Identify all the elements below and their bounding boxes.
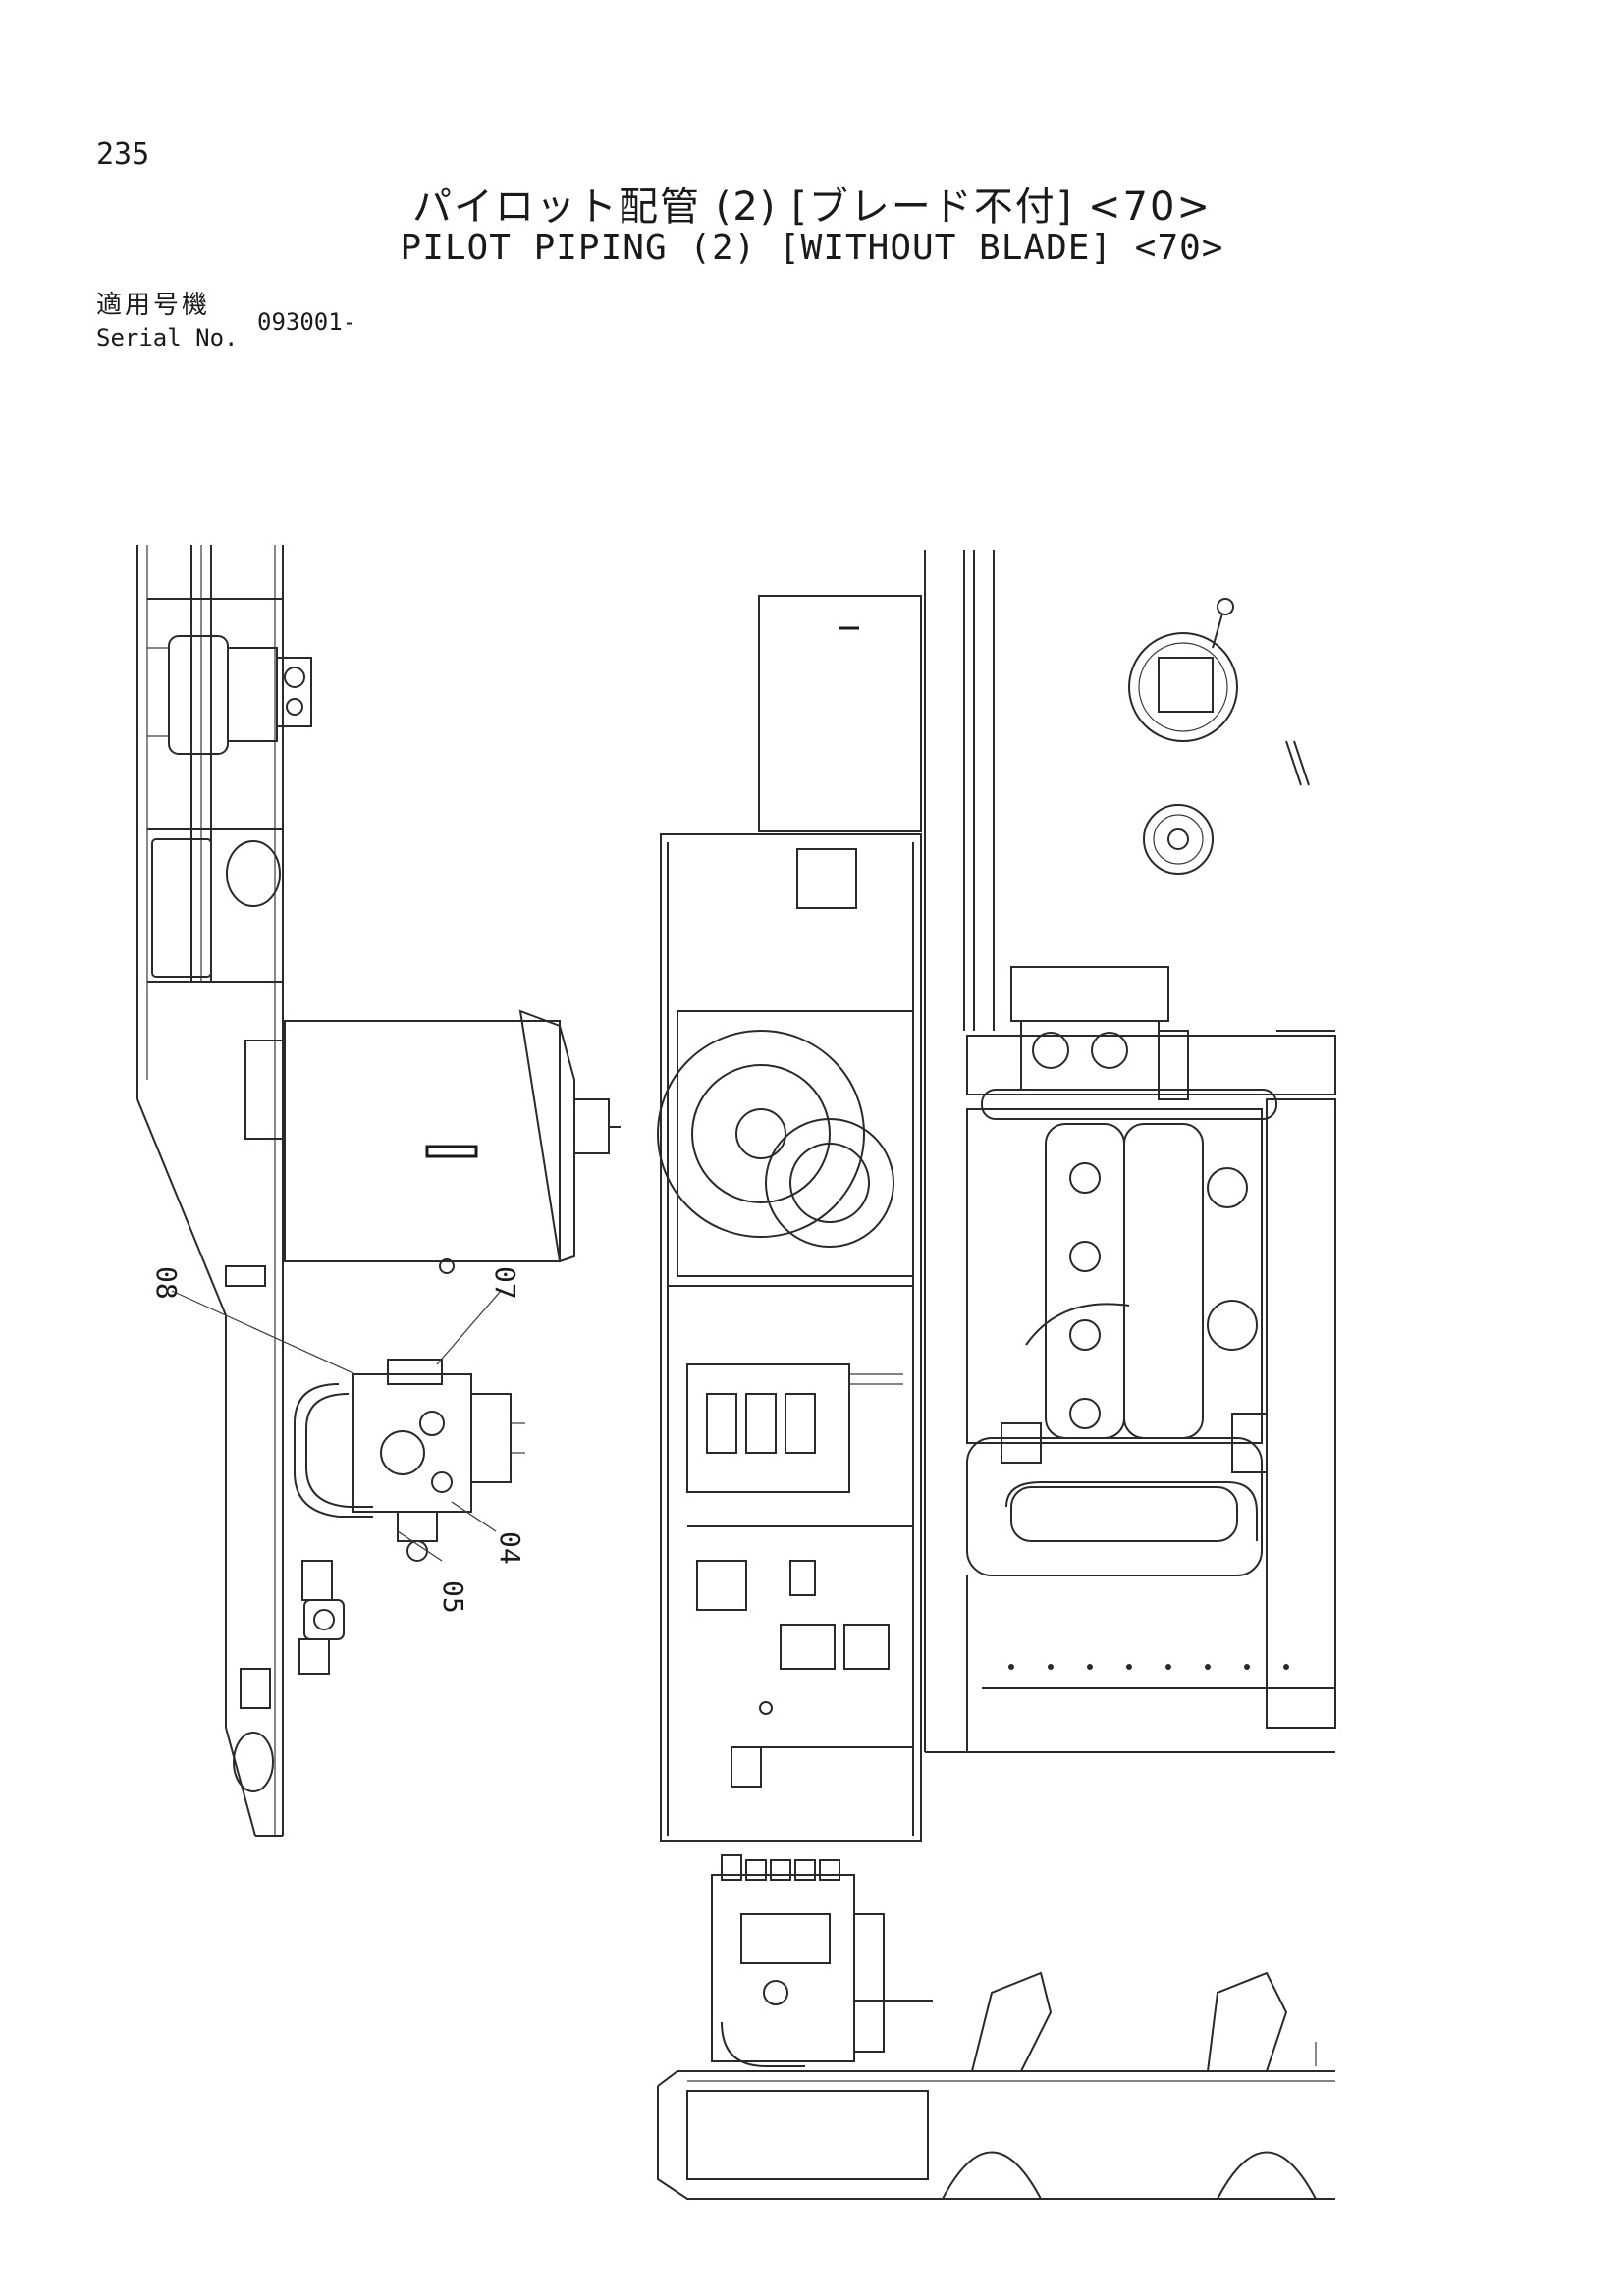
engine-assembly — [925, 966, 1336, 1753]
tank-box — [225, 1009, 621, 1287]
callout-04: 04 — [494, 1531, 526, 1565]
callout-leaders — [171, 1290, 502, 1562]
bottom-side-view — [657, 1854, 1335, 2200]
valve-block-left-lower — [233, 1560, 345, 1792]
callout-07: 07 — [489, 1266, 521, 1300]
page-title-japanese: パイロット配管 (2) [ブレード不付] <70> — [412, 185, 1212, 230]
right-rails — [924, 550, 995, 1752]
center-top-view-frame — [657, 595, 922, 1842]
serial-number-value: 093001- — [257, 308, 357, 336]
left-side-frame — [136, 545, 284, 1837]
serial-label-japanese: 適用号機 — [96, 291, 211, 320]
callout-08: 08 — [150, 1266, 183, 1300]
main-pump-assembly — [294, 1359, 525, 1562]
swing-motor-top — [1128, 598, 1310, 875]
callout-05: 05 — [437, 1580, 469, 1614]
travel-motor-left — [147, 635, 312, 755]
page-number: 235 — [96, 137, 150, 172]
page-title-english: PILOT PIPING (2) [WITHOUT BLADE] <70> — [400, 228, 1224, 268]
serial-label-english: Serial No. — [96, 324, 239, 351]
